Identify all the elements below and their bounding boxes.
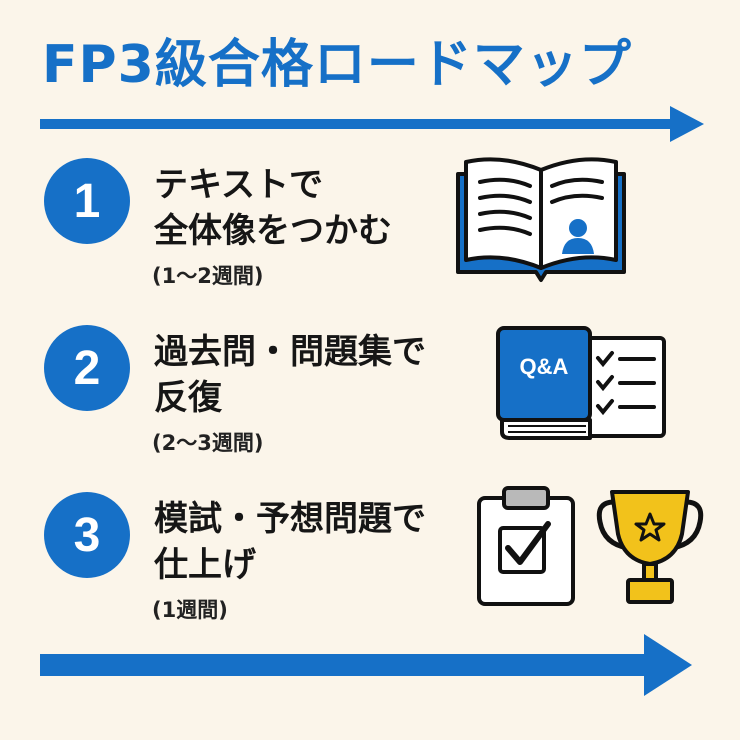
open-book-icon [456, 157, 626, 282]
step-number-badge: 1 [44, 158, 130, 244]
step-1: 1 テキストで 全体像をつかむ (1〜2週間) [44, 158, 704, 308]
step-duration: (1〜2週間) [152, 264, 264, 288]
step-number-badge: 3 [44, 492, 130, 578]
page-title: FP3級合格ロードマップ [42, 35, 632, 95]
qa-book-checklist-icon: Q&A [496, 326, 666, 440]
step-heading: テキストで 全体像をつかむ [154, 162, 392, 254]
step-heading-line: 模試・予想問題で [154, 499, 426, 539]
step-duration: (2〜3週間) [152, 431, 264, 455]
bottom-arrow [40, 634, 692, 696]
step-heading-line: 仕上げ [154, 545, 256, 585]
step-heading-line: 過去問・問題集で [154, 332, 426, 372]
step-heading: 模試・予想問題で 仕上げ [154, 496, 426, 588]
clipboard-check-icon [477, 486, 575, 606]
trophy-icon [596, 490, 704, 604]
step-heading: 過去問・問題集で 反復 [154, 329, 426, 421]
step-heading-line: テキストで [154, 165, 323, 205]
step-2: 2 過去問・問題集で 反復 (2〜3週間) [44, 325, 704, 475]
top-arrow [40, 106, 704, 142]
step-heading-line: 全体像をつかむ [154, 211, 392, 251]
step-heading-line: 反復 [154, 378, 222, 418]
step-duration: (1週間) [152, 598, 228, 622]
step-number-badge: 2 [44, 325, 130, 411]
step-3: 3 模試・予想問題で 仕上げ (1週間) [44, 492, 704, 642]
qa-label: Q&A [520, 354, 569, 379]
